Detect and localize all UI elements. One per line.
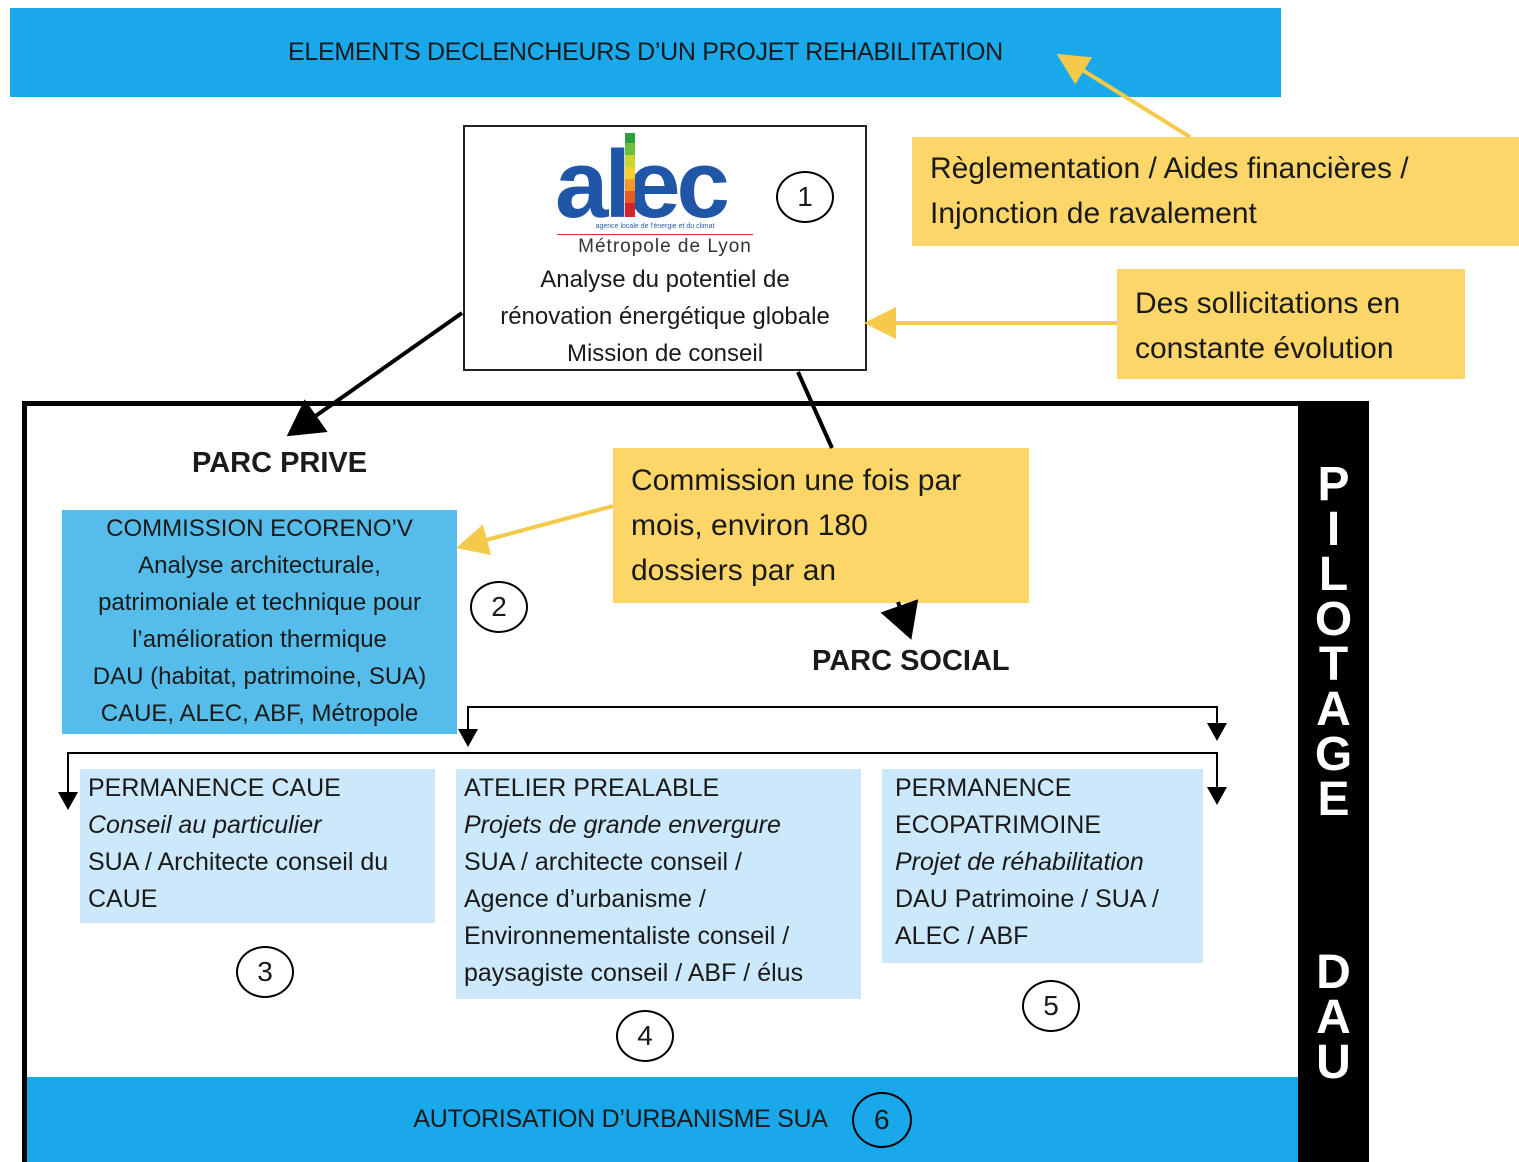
alec-box: alec agence locale de l'énergie et du cl…: [463, 125, 867, 371]
step-number-5: 5: [1022, 980, 1080, 1032]
commission-line: Analyse architecturale,: [138, 552, 381, 579]
note-regulation: Règlementation / Aides financières / Inj…: [912, 137, 1519, 246]
bottom-banner: AUTORISATION D’URBANISME SUA 6: [27, 1077, 1298, 1162]
card-line: DAU Patrimoine / SUA /: [895, 885, 1159, 913]
step-number-4: 4: [616, 1010, 674, 1062]
step-number-2: 2: [470, 581, 528, 633]
dau-label: D A U: [1298, 946, 1369, 1089]
bottom-banner-label: AUTORISATION D’URBANISME SUA: [413, 1105, 828, 1133]
step-number-6: 6: [851, 1091, 912, 1148]
dau-letter: D: [1316, 946, 1351, 999]
card-subtitle: Projet de réhabilitation: [895, 848, 1144, 876]
alec-logo-underline: [557, 234, 753, 235]
alec-logo-text: alec: [555, 131, 727, 223]
pilotage-label: P I L O T A G E: [1298, 458, 1369, 826]
note-line: dossiers par an: [631, 554, 837, 587]
card-subtitle: Conseil au particulier: [88, 811, 322, 839]
pilotage-letter: O: [1314, 593, 1353, 646]
card-line: CAUE: [88, 885, 158, 913]
step-number-1: 1: [776, 171, 834, 223]
card-title: ATELIER PREALABLE: [464, 774, 720, 802]
alec-description: Analyse du potentiel de rénovation énerg…: [465, 261, 865, 372]
card-line: Agence d’urbanisme /: [464, 885, 706, 913]
note-line: Injonction de ravalement: [930, 197, 1257, 230]
pilotage-letter: I: [1326, 503, 1341, 556]
card-permanence-caue: PERMANENCE CAUE Conseil au particulier S…: [80, 769, 435, 923]
note-line: Commission une fois par: [631, 464, 962, 497]
pilotage-letter: T: [1318, 638, 1349, 691]
dau-letter: U: [1316, 1036, 1351, 1089]
pilotage-letter: G: [1314, 728, 1353, 781]
alec-city: Métropole de Lyon: [578, 236, 752, 257]
commission-line: l’amélioration thermique: [132, 626, 387, 653]
alec-line: Mission de conseil: [566, 340, 764, 367]
card-atelier-prealable: ATELIER PREALABLE Projets de grande enve…: [456, 769, 861, 999]
card-title: PERMANENCE CAUE: [88, 774, 341, 802]
alec-logo-tagline: agence locale de l'énergie et du climat: [595, 223, 715, 230]
card-title-line2: ECOPATRIMOINE: [895, 811, 1102, 839]
pilotage-letter: A: [1316, 683, 1351, 736]
card-line: Environnementaliste conseil /: [464, 922, 790, 950]
parc-social-heading: PARC SOCIAL: [812, 645, 1010, 677]
card-line: SUA / architecte conseil /: [464, 848, 742, 876]
pilotage-letter: E: [1317, 773, 1350, 826]
step-number-3: 3: [236, 946, 294, 998]
arrow-regulation-to-banner: [1056, 53, 1192, 139]
note-commission-frequency: Commission une fois par mois, environ 18…: [613, 448, 1029, 603]
pilotage-frame: [22, 401, 1369, 1162]
note-line: Règlementation / Aides financières /: [930, 152, 1409, 185]
card-permanence-ecopatrimoine: PERMANENCE ECOPATRIMOINE Projet de réhab…: [882, 769, 1203, 963]
commission-line: patrimoniale et technique pour: [98, 589, 421, 616]
pilotage-sidebar: [1298, 401, 1369, 1162]
card-line: ALEC / ABF: [895, 922, 1029, 950]
top-banner: ELEMENTS DECLENCHEURS D’UN PROJET REHABI…: [10, 8, 1281, 97]
note-line: constante évolution: [1135, 332, 1394, 365]
arrow-frequency-to-commission: [456, 504, 614, 556]
commission-line: DAU (habitat, patrimoine, SUA): [92, 663, 427, 690]
dau-letter: A: [1316, 991, 1351, 1044]
arrow-alec-to-parc-social-lower: [880, 599, 919, 640]
alec-line: rénovation énergétique globale: [500, 303, 830, 330]
bracket-lower: [67, 752, 1227, 805]
card-title: PERMANENCE: [895, 774, 1072, 802]
pilotage-letter: P: [1317, 458, 1350, 511]
bracket-social: [467, 706, 1227, 741]
arrow-alec-to-parc-prive: [286, 311, 464, 437]
card-line: paysagiste conseil / ABF / élus: [464, 959, 804, 987]
alec-logo: alec: [555, 131, 731, 223]
parc-prive-heading: PARC PRIVE: [192, 447, 368, 479]
card-line: SUA / Architecte conseil du: [88, 848, 389, 876]
card-subtitle: Projets de grande envergure: [464, 811, 781, 839]
note-sollicitations: Des sollicitations en constante évolutio…: [1117, 269, 1465, 379]
commission-line: CAUE, ALEC, ABF, Métropole: [100, 700, 419, 727]
note-line: mois, environ 180: [631, 509, 868, 542]
commission-ecorenov-box: COMMISSION ECORENO’V Analyse architectur…: [62, 510, 457, 734]
alec-line: Analyse du potentiel de: [540, 266, 790, 293]
note-line: Des sollicitations en: [1135, 287, 1401, 320]
arrow-alec-to-parc-social-upper: [796, 371, 834, 449]
pilotage-letter: L: [1318, 548, 1349, 601]
commission-line: COMMISSION ECORENO’V: [106, 515, 413, 542]
